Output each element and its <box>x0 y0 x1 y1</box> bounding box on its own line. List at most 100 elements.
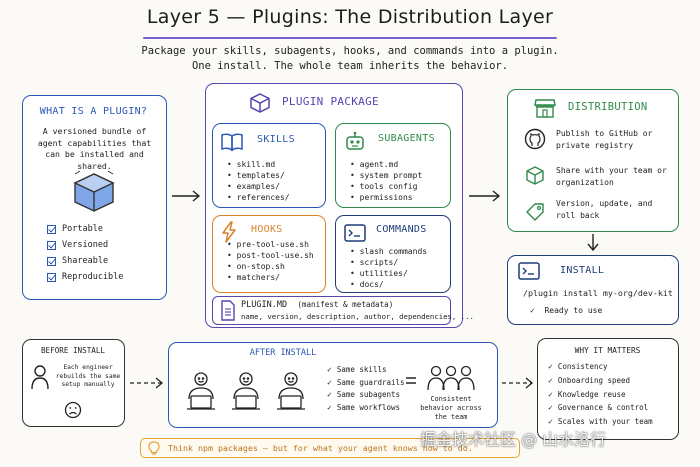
why-item: Onboarding speed <box>548 376 653 385</box>
book-icon <box>221 133 243 152</box>
check-versioned: Versioned <box>47 240 123 250</box>
title-underline <box>143 37 557 39</box>
what-is-plugin-card: WHAT IS A PLUGIN? A versioned bundle of … <box>22 95 167 300</box>
check-same-workflows: Same workflows <box>327 403 405 412</box>
terminal-icon <box>518 262 540 280</box>
arrow-to-package <box>172 190 201 202</box>
person-icon <box>31 365 49 390</box>
why-item: Consistency <box>548 362 653 371</box>
install-heading: INSTALL <box>560 265 605 276</box>
list-item: permissions <box>350 192 422 203</box>
after-install-result: Consistent behavior across the team <box>420 395 482 421</box>
checkbox-icon <box>47 272 56 282</box>
subagents-card: SUBAGENTS agent.md system prompt tools c… <box>335 123 451 208</box>
package-cube-icon <box>73 170 115 212</box>
team-laptops-icon <box>187 372 305 410</box>
check-portable: Portable <box>47 224 123 234</box>
list-item: tools config <box>350 181 422 192</box>
what-is-heading: WHAT IS A PLUGIN? <box>39 106 148 117</box>
why-list: Consistency Onboarding speed Knowledge r… <box>548 362 653 426</box>
arrow-to-install <box>587 234 599 252</box>
check-reproducible: Reproducible <box>47 272 123 282</box>
why-item: Knowledge reuse <box>548 390 653 399</box>
watermark: 掘金技术社区 @ 山水洛行 <box>420 430 607 449</box>
distribution-heading: DISTRIBUTION <box>568 101 648 113</box>
install-command: /plugin install my-org/dev-kit <box>523 288 673 298</box>
distribution-item-version: Version, update, and roll back <box>556 199 653 220</box>
subagents-heading: SUBAGENTS <box>378 133 435 144</box>
distribution-item-share: Share with your team or organization <box>556 166 667 187</box>
list-item: on-stop.sh <box>227 261 314 272</box>
before-install-card: BEFORE INSTALL Each engineer rebuilds th… <box>22 339 125 427</box>
lightning-icon <box>222 221 236 243</box>
terminal-icon <box>344 224 366 242</box>
commands-list: slash commands scripts/ utilities/ docs/ <box>350 246 427 290</box>
document-icon <box>221 300 235 321</box>
after-install-checks: Same skills Same guardrails Same subagen… <box>327 365 405 415</box>
install-card: INSTALL /plugin install my-org/dev-kit ✓… <box>507 255 679 325</box>
install-result-text: Ready to use <box>544 306 603 315</box>
manifest-heading: PLUGIN.MD <box>241 300 288 310</box>
manifest-title: PLUGIN.MD (manifest & metadata) <box>241 300 393 310</box>
after-install-heading: AFTER INSTALL <box>249 348 317 358</box>
hooks-heading: HOOKS <box>251 224 283 235</box>
checkbox-icon <box>47 224 56 234</box>
list-item: scripts/ <box>350 257 427 268</box>
manifest-note: (manifest & metadata) <box>297 300 394 309</box>
package-icon <box>250 93 270 113</box>
hooks-card: HOOKS pre-tool-use.sh post-tool-use.sh o… <box>212 215 326 293</box>
skills-card: SKILLS skill.md templates/ examples/ ref… <box>212 123 326 208</box>
footer-text: Think npm packages — but for what your a… <box>168 443 473 453</box>
list-item: examples/ <box>227 181 290 192</box>
robot-icon <box>346 131 364 150</box>
group-icon <box>427 365 475 391</box>
distribution-card: DISTRIBUTION Publish to GitHub or privat… <box>507 89 679 232</box>
skills-list: skill.md templates/ examples/ references… <box>227 159 290 203</box>
hooks-list: pre-tool-use.sh post-tool-use.sh on-stop… <box>227 239 314 283</box>
list-item: agent.md <box>350 159 422 170</box>
list-item: matchers/ <box>227 272 314 283</box>
checkbox-icon <box>47 256 56 266</box>
subagents-list: agent.md system prompt tools config perm… <box>350 159 423 203</box>
commands-heading: COMMANDS <box>376 224 427 235</box>
arrow-to-why <box>502 377 534 389</box>
list-item: pre-tool-use.sh <box>227 239 314 250</box>
lightbulb-icon <box>148 441 160 455</box>
before-install-text: Each engineer rebuilds the same setup ma… <box>55 364 121 388</box>
list-item: utilities/ <box>350 268 427 279</box>
check-same-skills: Same skills <box>327 365 405 374</box>
footer-banner: Think npm packages — but for what your a… <box>140 438 520 458</box>
list-item: slash commands <box>350 246 427 257</box>
before-install-heading: BEFORE INSTALL <box>40 346 105 355</box>
check-same-guardrails: Same guardrails <box>327 378 405 387</box>
check-icon: ✓ <box>530 306 535 315</box>
what-is-description: A versioned bundle of agent capabilities… <box>37 126 152 171</box>
why-heading: WHY IT MATTERS <box>574 346 641 355</box>
check-shareable: Shareable <box>47 256 123 266</box>
list-item: post-tool-use.sh <box>227 250 314 261</box>
list-item: templates/ <box>227 170 290 181</box>
why-item: Scales with your team <box>548 417 653 426</box>
list-item: docs/ <box>350 279 427 290</box>
subtitle-line-1: Package your skills, subagents, hooks, a… <box>141 45 559 57</box>
list-item: skill.md <box>227 159 290 170</box>
storefront-icon <box>534 99 556 118</box>
plugin-package-heading: PLUGIN PACKAGE <box>282 95 379 108</box>
arrow-to-after-install <box>130 377 164 389</box>
cube-icon <box>526 166 544 185</box>
arrow-to-distribution <box>469 190 501 202</box>
skills-heading: SKILLS <box>257 134 295 145</box>
sad-face-icon <box>64 401 82 419</box>
manifest-card: PLUGIN.MD (manifest & metadata) name, ve… <box>212 296 474 325</box>
why-it-matters-card: WHY IT MATTERS Consistency Onboarding sp… <box>537 338 679 440</box>
page-title: Layer 5 — Plugins: The Distribution Laye… <box>146 6 554 28</box>
after-install-card: AFTER INSTALL Same skills Same guardrail… <box>168 342 498 428</box>
equals-icon <box>406 377 416 384</box>
checkbox-icon <box>47 240 56 250</box>
list-item: references/ <box>227 192 290 203</box>
list-item: system prompt <box>350 170 423 181</box>
install-result: ✓ Ready to use <box>530 306 602 315</box>
commands-card: COMMANDS slash commands scripts/ utiliti… <box>335 215 451 293</box>
why-item: Governance & control <box>548 403 653 412</box>
distribution-item-publish: Publish to GitHub or private registry <box>556 129 653 150</box>
